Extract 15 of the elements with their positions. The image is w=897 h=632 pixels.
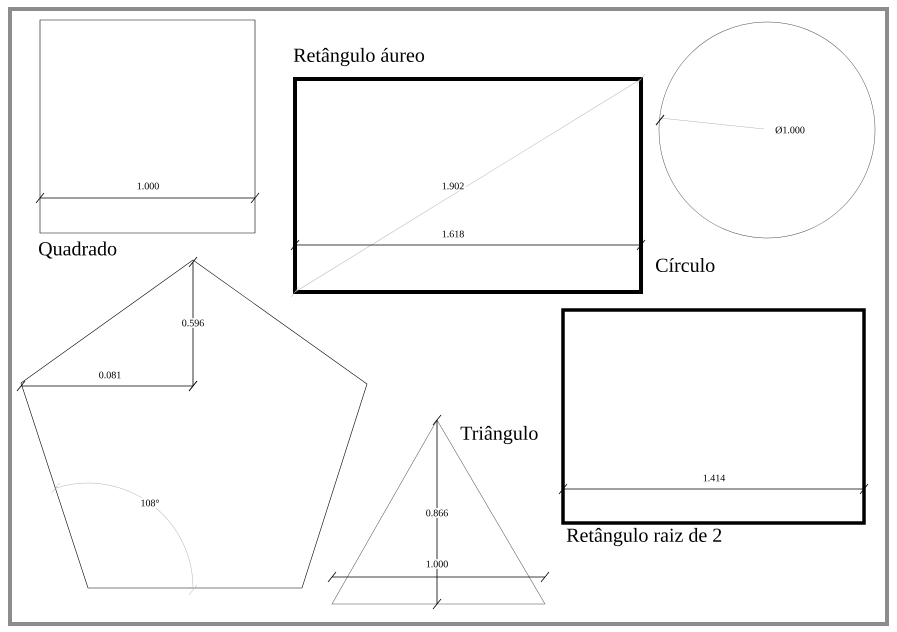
shape-name: Triângulo xyxy=(460,426,538,444)
dimension-text: 1.618 xyxy=(440,229,466,239)
dimension-text: 1.000 xyxy=(135,181,161,191)
shape-name: Retângulo raiz de 2 xyxy=(566,528,722,546)
shape-name: Retângulo áureo xyxy=(294,48,424,66)
dimension-text: 108° xyxy=(139,498,161,508)
dimension-text: 0.081 xyxy=(97,370,123,380)
dimension-text: 0.596 xyxy=(180,318,206,328)
dimension-text: 1.000 xyxy=(424,559,450,569)
dimension-text: 1.414 xyxy=(701,473,727,483)
dimension-text: 1.902 xyxy=(440,181,466,191)
shape-name: Círculo xyxy=(656,258,714,272)
shape-name: Quadrado xyxy=(39,241,116,259)
dimension-text: 0.866 xyxy=(424,508,450,518)
dimension-text: Ø1.000 xyxy=(774,124,806,136)
